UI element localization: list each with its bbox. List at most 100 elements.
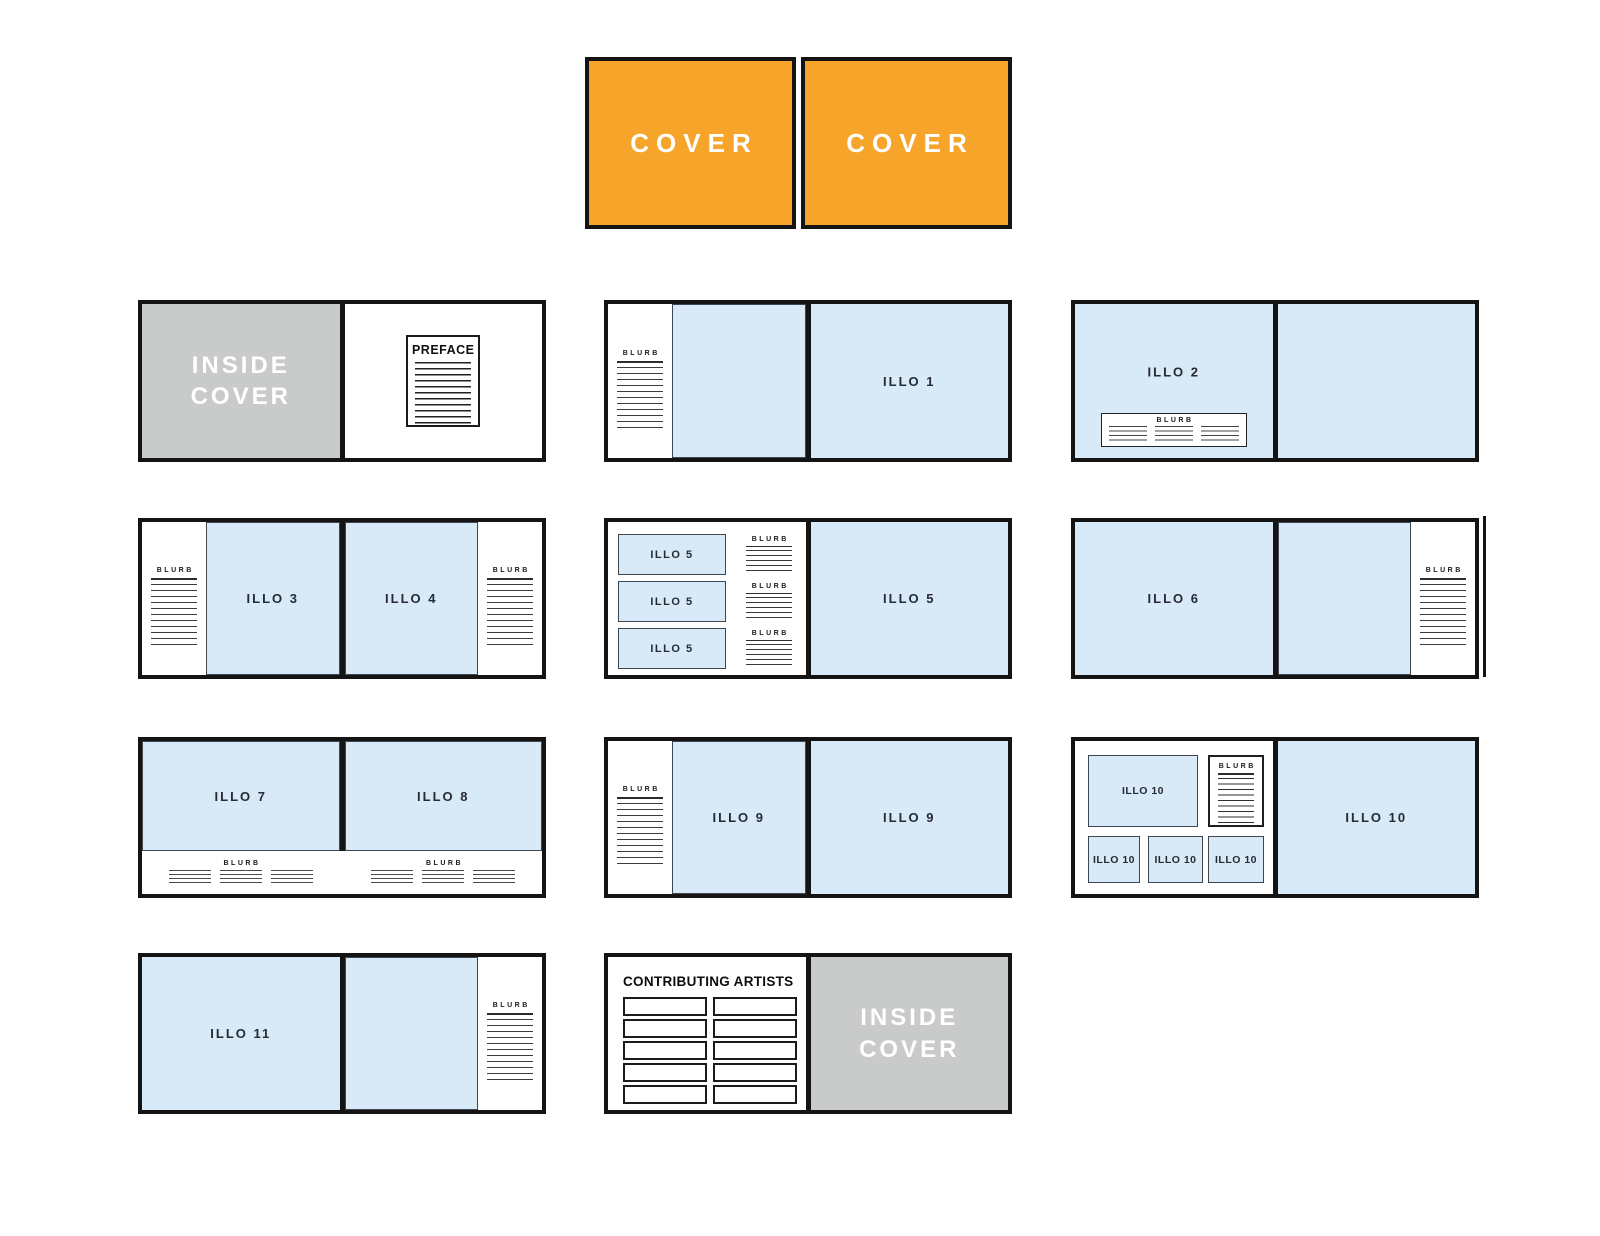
blurb-text-columns [371, 869, 516, 886]
spine-divider [1272, 522, 1278, 675]
blurb-block: BLURB [487, 567, 533, 650]
illo1-left-page: BLURB [608, 304, 806, 458]
spread-illo-5: ILLO 5 BLURB ILLO 5 BLURB [604, 518, 1012, 679]
blurb-label: BLURB [492, 1002, 530, 1009]
blurb-rule [617, 797, 663, 799]
illo5-thumbnail-row: ILLO 5 BLURB [618, 534, 806, 575]
spread-illo-2: ILLO 2 BLURB [1071, 300, 1479, 462]
blurb-text-lines [168, 869, 211, 886]
blurb-text-lines [746, 550, 792, 574]
illo5-label: ILLO 5 [883, 591, 936, 606]
blurb-block: BLURB [151, 567, 197, 650]
blurb-rule [1420, 578, 1466, 580]
illo10-label: ILLO 10 [1214, 853, 1257, 866]
blurb-text-lines [617, 803, 663, 869]
blurb-text-lines [1200, 426, 1239, 443]
illo10-thumbnail-small: ILLO 10 [1208, 836, 1264, 883]
blurb-label: BLURB [1156, 417, 1194, 424]
spread-cover: COVER COVER [585, 57, 1012, 229]
spine-divider [1272, 304, 1278, 458]
blurb-text-lines [1218, 777, 1254, 825]
illo5-thumbnail-row: ILLO 5 BLURB [618, 628, 806, 669]
illo1-art-left [672, 304, 806, 458]
illo5-thumbnail: ILLO 5 [618, 581, 726, 622]
preface-page: PREFACE [345, 304, 543, 458]
illo6-label: ILLO 6 [1147, 591, 1200, 606]
artist-name-grid [623, 997, 806, 1104]
artist-name-box [713, 1019, 797, 1038]
blurb-text-lines [487, 1019, 533, 1085]
illo10-right-page: ILLO 10 [1277, 741, 1475, 894]
spread-illo-9: BLURB ILLO 9 ILLO 9 [604, 737, 1012, 898]
spine-divider [339, 741, 345, 851]
blurb-text-lines [1420, 584, 1466, 650]
artist-name-box [623, 1019, 707, 1038]
illo5-thumbnail: ILLO 5 [618, 534, 726, 575]
blurb-label: BLURB [751, 582, 789, 590]
blurb-label: BLURB [426, 859, 463, 867]
artist-name-box [623, 997, 707, 1016]
spine-divider [805, 304, 811, 458]
spread-inside-cover-preface: INSIDE COVER PREFACE [138, 300, 546, 462]
blurb-label: BLURB [751, 535, 789, 543]
illo2-label: ILLO 2 [1147, 364, 1200, 380]
blurb-text-lines [422, 869, 465, 886]
artist-name-box [623, 1085, 707, 1104]
artist-name-box [713, 1085, 797, 1104]
blurb-text-lines [746, 644, 792, 668]
preface-text-lines [415, 362, 472, 425]
illo6-right-page: BLURB [1277, 522, 1475, 675]
illo3-art: ILLO 3 [206, 522, 340, 675]
contributing-artists-block: CONTRIBUTING ARTISTS [608, 957, 806, 1110]
blurb-strip: BLURB [478, 957, 542, 1110]
illo3-label: ILLO 3 [246, 591, 299, 606]
illo10-label: ILLO 10 [1092, 853, 1135, 866]
blurb-label: BLURB [1425, 567, 1463, 574]
spread-illo-11: ILLO 11 BLURB [138, 953, 546, 1114]
blurb-block: BLURB [487, 1002, 533, 1085]
illo5-thumbnail: ILLO 5 [618, 628, 726, 669]
blurb-text-lines [1154, 426, 1193, 443]
artist-name-box [623, 1063, 707, 1082]
blurb-label: BLURB [622, 786, 660, 793]
illo8-page: ILLO 8 BLURB [344, 741, 542, 894]
blurb-strip: BLURB [142, 522, 206, 675]
illo10-thumbnail-grid: ILLO 10 BLURB ILLO 10 ILLO 10 ILLO 10 [1075, 741, 1273, 894]
illo10-label: ILLO 10 [1345, 810, 1408, 825]
spine-divider [805, 741, 811, 894]
spine-divider [1272, 741, 1278, 894]
artist-name-box [713, 1063, 797, 1082]
spread-illo-1: BLURB ILLO 1 [604, 300, 1012, 462]
blurb-label: BLURB [622, 349, 660, 357]
spread-illo-6: ILLO 6 BLURB [1071, 516, 1486, 679]
illo6-art-right [1277, 522, 1411, 675]
blurb-block: BLURB [746, 536, 792, 574]
blurb-block: BLURB [746, 630, 792, 668]
blurb-strip: BLURB [608, 304, 672, 458]
illo7-art: ILLO 7 [142, 741, 340, 851]
illo9-left-page: BLURB ILLO 9 [608, 741, 806, 894]
blurb-text-lines [487, 584, 533, 650]
blurb-label: BLURB [751, 629, 789, 637]
blurb-box: BLURB [1208, 755, 1264, 827]
blurb-label: BLURB [1218, 763, 1256, 770]
illo5-thumbnail-column: ILLO 5 BLURB ILLO 5 BLURB [608, 522, 806, 675]
illo6-left-page: ILLO 6 [1075, 522, 1273, 675]
cover-label: COVER [846, 127, 974, 158]
blurb-block: BLURB [1420, 567, 1466, 650]
illo11-right-page: BLURB [344, 957, 542, 1110]
artist-name-box [713, 997, 797, 1016]
spread-illo-3-4: BLURB ILLO 3 ILLO 4 BLURB [138, 518, 546, 679]
contributing-artists-title: CONTRIBUTING ARTISTS [623, 974, 794, 989]
spine-divider [805, 957, 811, 1110]
blurb-text-lines [746, 597, 792, 621]
illo9-right-page: ILLO 9 [810, 741, 1008, 894]
front-cover-panel: COVER [801, 57, 1012, 229]
illo3-page: BLURB ILLO 3 [142, 522, 340, 675]
contributing-artists-page: CONTRIBUTING ARTISTS [608, 957, 806, 1110]
blurb-text-lines [219, 869, 262, 886]
blurb-footer: BLURB [142, 851, 340, 894]
blurb-rule [487, 1013, 533, 1015]
blurb-strip: BLURB [608, 741, 672, 894]
illo9-label: ILLO 9 [712, 810, 765, 825]
